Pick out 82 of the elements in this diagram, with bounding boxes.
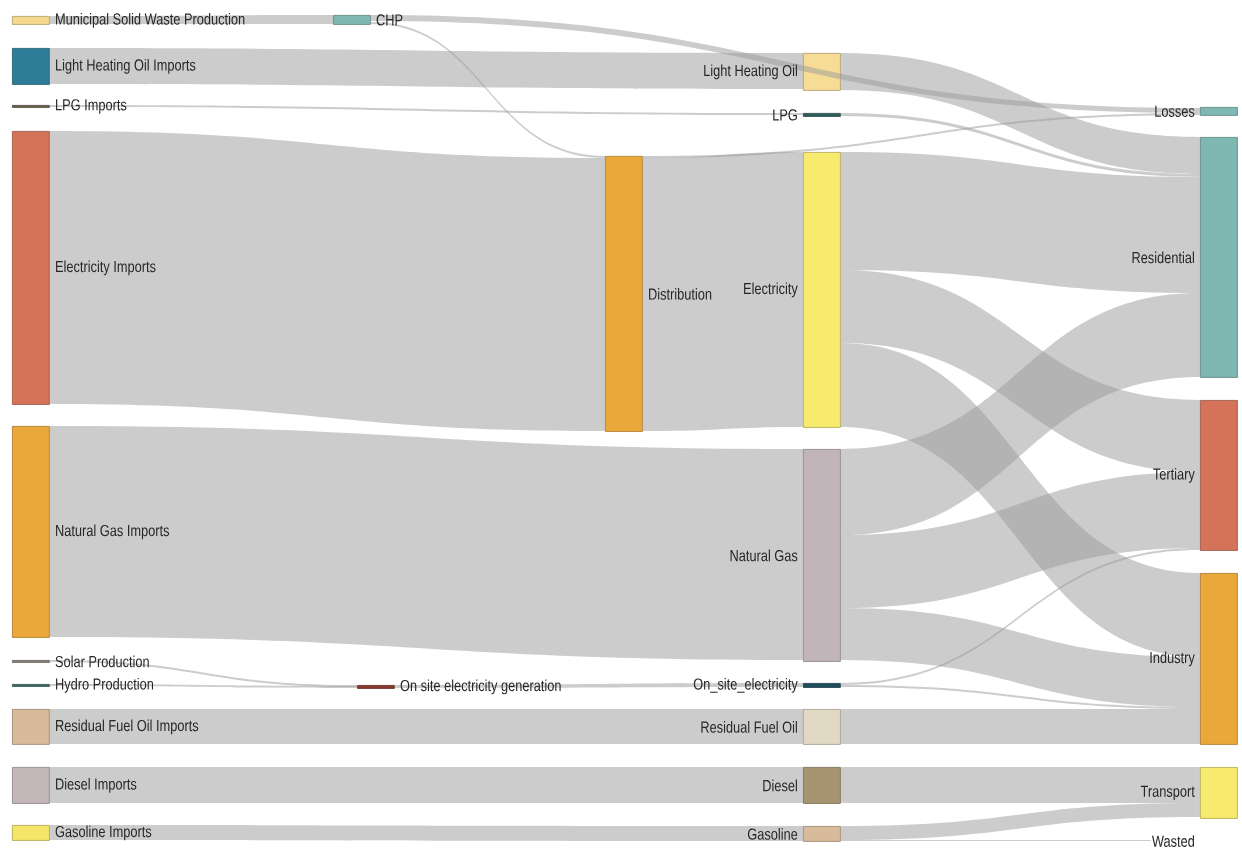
node-label: Natural Gas Imports bbox=[56, 524, 170, 540]
flow-band bbox=[49, 684, 357, 688]
flow-band bbox=[840, 343, 1200, 657]
flow-band bbox=[49, 709, 803, 744]
node-label: Losses bbox=[1155, 105, 1195, 117]
flow-band bbox=[840, 152, 1200, 293]
sankey-bar bbox=[12, 767, 50, 804]
sankey-bar bbox=[803, 152, 841, 428]
sankey-bar bbox=[333, 15, 371, 25]
flow-band bbox=[840, 548, 1200, 685]
flow-band bbox=[840, 53, 1200, 174]
sankey-bar bbox=[12, 426, 50, 638]
node-label: Municipal Solid Waste Production bbox=[56, 12, 245, 28]
flow-band bbox=[840, 270, 1200, 472]
flow-band bbox=[840, 608, 1200, 707]
node-label: Residential bbox=[1132, 251, 1194, 264]
node-label: Industry bbox=[1150, 651, 1195, 667]
sankey-bar bbox=[803, 53, 841, 91]
flow-band bbox=[840, 472, 1200, 608]
node-label: Gasoline Imports bbox=[55, 825, 152, 841]
node-label: Distribution bbox=[649, 288, 712, 300]
node-label: Residual Fuel Oil Imports bbox=[56, 719, 199, 735]
sankey-bar bbox=[1200, 107, 1238, 116]
flow-band bbox=[370, 15, 1200, 113]
sankey-bar bbox=[803, 683, 841, 688]
node-label: On site electricity generation bbox=[400, 679, 561, 695]
sankey-bar bbox=[1200, 573, 1238, 745]
flow-band bbox=[370, 22, 605, 158]
flow-band bbox=[49, 105, 803, 115]
sankey-bar bbox=[12, 48, 50, 85]
node-label: Diesel Imports bbox=[56, 777, 137, 793]
node-label: LPG Imports bbox=[56, 99, 127, 114]
node-label: Tertiary bbox=[1153, 467, 1195, 483]
node-label: Transport bbox=[1140, 785, 1195, 801]
flow-band bbox=[840, 293, 1200, 535]
sankey-bar bbox=[12, 684, 50, 687]
sankey-bar bbox=[803, 826, 841, 842]
node-label: Electricity bbox=[744, 282, 798, 298]
node-label: Light Heating Oil bbox=[704, 64, 797, 80]
sankey-bar bbox=[12, 825, 50, 841]
flow-band bbox=[642, 113, 1200, 158]
sankey-bar bbox=[803, 113, 841, 117]
node-label: Natural Gas bbox=[730, 549, 798, 562]
sankey-bar bbox=[803, 449, 841, 662]
node-label: Light Heating Oil Imports bbox=[56, 58, 196, 74]
sankey-bar bbox=[803, 709, 841, 745]
node-label: Diesel bbox=[763, 779, 797, 792]
flow-band bbox=[49, 660, 357, 687]
node-label: Residual Fuel Oil bbox=[701, 721, 797, 733]
flow-band bbox=[840, 113, 1200, 177]
flow-band bbox=[840, 803, 1200, 840]
flow-band bbox=[642, 152, 803, 431]
node-label: Electricity Imports bbox=[56, 260, 156, 276]
flow-band bbox=[840, 767, 1200, 803]
sankey-bar bbox=[12, 16, 50, 25]
sankey-bar bbox=[803, 767, 841, 804]
sankey-bar bbox=[12, 131, 50, 405]
sankey-bar bbox=[1200, 137, 1238, 378]
sankey-bar bbox=[1200, 400, 1238, 551]
flow-band bbox=[840, 840, 1151, 841]
node-label: LPG bbox=[773, 109, 797, 121]
flow-band bbox=[49, 48, 803, 89]
sankey-bar bbox=[12, 709, 50, 745]
node-label: Wasted bbox=[1151, 835, 1194, 847]
node-label: On_site_electricity bbox=[693, 677, 798, 693]
flow-band bbox=[840, 709, 1200, 744]
flow-band bbox=[840, 685, 1200, 709]
sankey-bar bbox=[357, 685, 395, 689]
flow-band bbox=[49, 767, 803, 803]
node-label: Solar Production bbox=[55, 655, 149, 668]
sankey-bar bbox=[12, 660, 50, 663]
flow-band bbox=[49, 426, 803, 660]
sankey-bar bbox=[1200, 767, 1238, 819]
node-label: Gasoline bbox=[747, 828, 798, 840]
sankey-bar bbox=[605, 156, 643, 432]
flow-band bbox=[49, 15, 333, 24]
flow-band bbox=[49, 825, 803, 841]
flow-band bbox=[394, 683, 803, 688]
node-label: CHP bbox=[376, 14, 403, 26]
node-label: Hydro Production bbox=[56, 677, 154, 693]
sankey-bar bbox=[12, 105, 50, 108]
flow-band bbox=[49, 131, 605, 431]
